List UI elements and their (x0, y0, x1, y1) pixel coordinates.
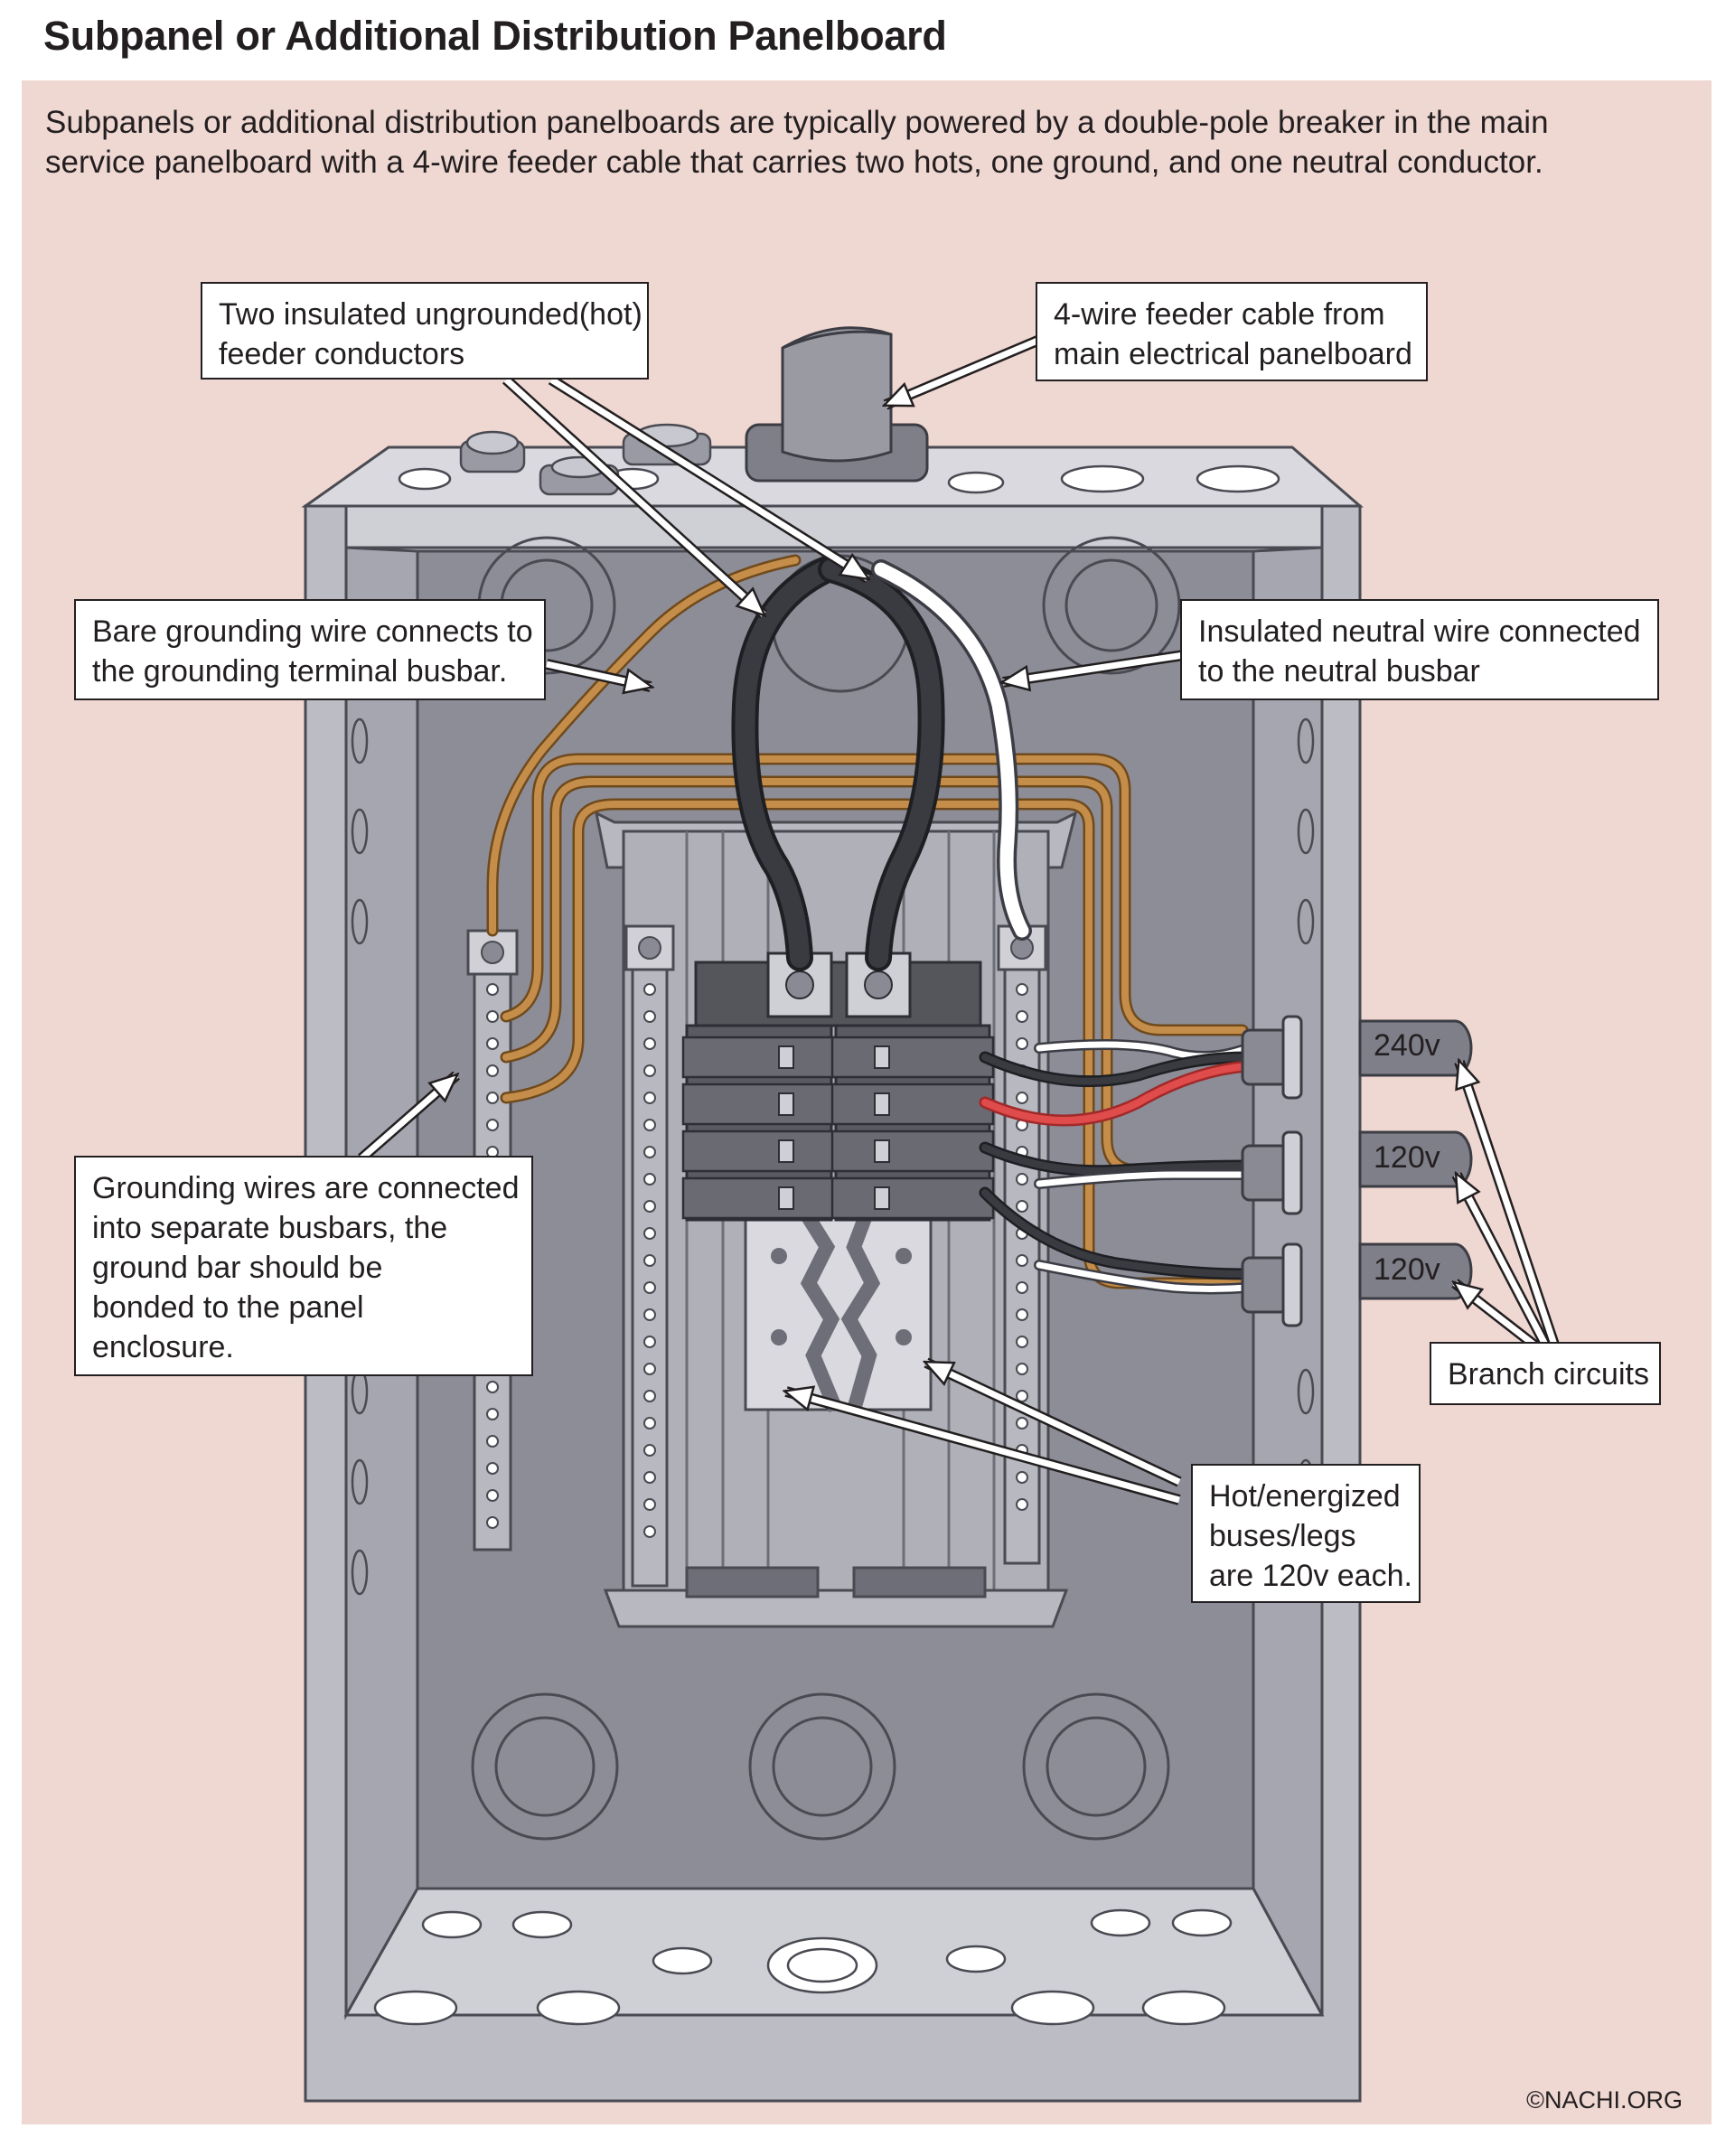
knockout-clamp-icon (622, 423, 712, 466)
callout-grounding-wires: Grounding wires are connected into separ… (74, 1156, 533, 1376)
callout-neutral-wire: Insulated neutral wire connected to the … (1180, 599, 1659, 700)
bare-grounding-wires (486, 554, 1249, 1289)
voltage-label-120v: 120v (1374, 1140, 1440, 1175)
knockouts-back (471, 536, 1181, 1841)
branch-cable-icons (1358, 1019, 1473, 1300)
callout-bare-ground: Bare grounding wire connects to the grou… (74, 599, 546, 700)
knockout-clamp-icon (459, 430, 526, 473)
callout-line: to the neutral busbar (1198, 654, 1480, 689)
callout-line: Branch circuits (1448, 1357, 1649, 1392)
callout-branch-circuits: Branch circuits (1430, 1342, 1661, 1405)
callout-line: Hot/energized (1209, 1479, 1401, 1514)
breakers (681, 951, 995, 1222)
intro-line: Subpanels or additional distribution pan… (45, 105, 1549, 140)
callout-line: ground bar should be (92, 1251, 383, 1285)
callout-line: buses/legs (1209, 1519, 1356, 1553)
callout-line: into separate busbars, the (92, 1211, 448, 1245)
cable-connector-icons (1241, 1015, 1303, 1327)
hot-feeder-conductors (731, 556, 945, 971)
knockouts-bottom (373, 1908, 1233, 2026)
callout-line: bonded to the panel (92, 1290, 364, 1325)
callout-line: are 120v each. (1209, 1559, 1412, 1593)
callout-line: the grounding terminal busbar. (92, 654, 508, 689)
voltage-label-120v: 120v (1374, 1252, 1440, 1287)
callout-line: Grounding wires are connected (92, 1171, 520, 1205)
callout-line: Bare grounding wire connects to (92, 614, 533, 649)
intro-text: Subpanels or additional distribution pan… (45, 103, 1690, 183)
callout-line: feeder conductors (219, 337, 465, 371)
branch-circuit-wires (979, 1039, 1253, 1295)
page-title: Subpanel or Additional Distribution Pane… (43, 13, 947, 59)
callout-hot-buses: Hot/energized buses/legs are 120v each. (1191, 1464, 1421, 1603)
callout-line: Two insulated ungrounded(hot) (219, 297, 642, 332)
callout-line: enclosure. (92, 1330, 234, 1364)
callout-hot-feeders: Two insulated ungrounded(hot) feeder con… (201, 282, 649, 380)
feeder-cable-icon (745, 326, 929, 483)
callout-line: 4-wire feeder cable from (1054, 297, 1385, 332)
voltage-label-240v: 240v (1374, 1028, 1440, 1063)
copyright-text: ©NACHI.ORG (1526, 2086, 1683, 2114)
neutral-feeder-wire (871, 559, 1032, 941)
intro-line: service panelboard with a 4-wire feeder … (45, 145, 1543, 180)
callout-arrows (358, 331, 1560, 1505)
callout-line: Insulated neutral wire connected (1198, 614, 1641, 649)
callout-feeder-cable: 4-wire feeder cable from main electrical… (1036, 282, 1428, 381)
callout-line: main electrical panelboard (1054, 337, 1412, 371)
